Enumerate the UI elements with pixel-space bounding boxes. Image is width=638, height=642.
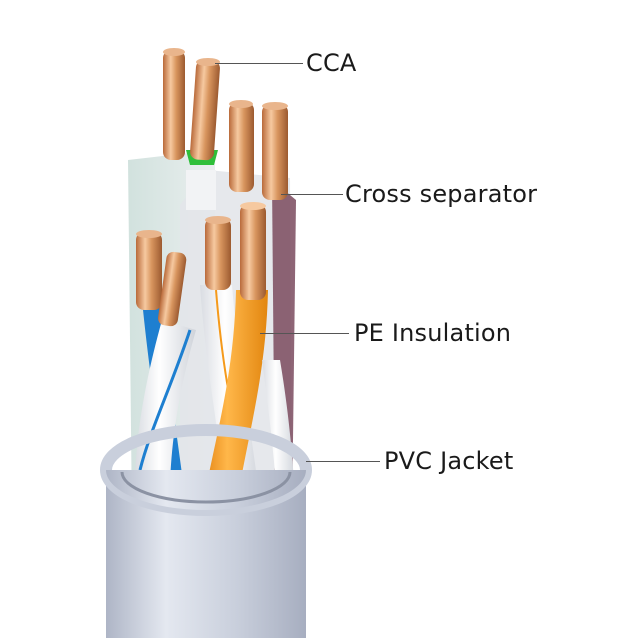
front-wires: [135, 202, 296, 520]
pvc-jacket-leader-line: [306, 461, 380, 462]
cross-separator-leader-line: [281, 194, 343, 195]
callout-cca: CCA: [306, 49, 357, 77]
pvc-jacket: [100, 424, 312, 638]
callout-cross-separator: Cross separator: [345, 180, 538, 208]
cca-leader-line: [215, 63, 303, 64]
callout-pe-insulation: PE Insulation: [354, 319, 512, 347]
back-conductors: [163, 48, 288, 210]
callout-pvc-jacket: PVC Jacket: [384, 447, 514, 475]
pe-insulation-leader-line: [260, 333, 349, 334]
